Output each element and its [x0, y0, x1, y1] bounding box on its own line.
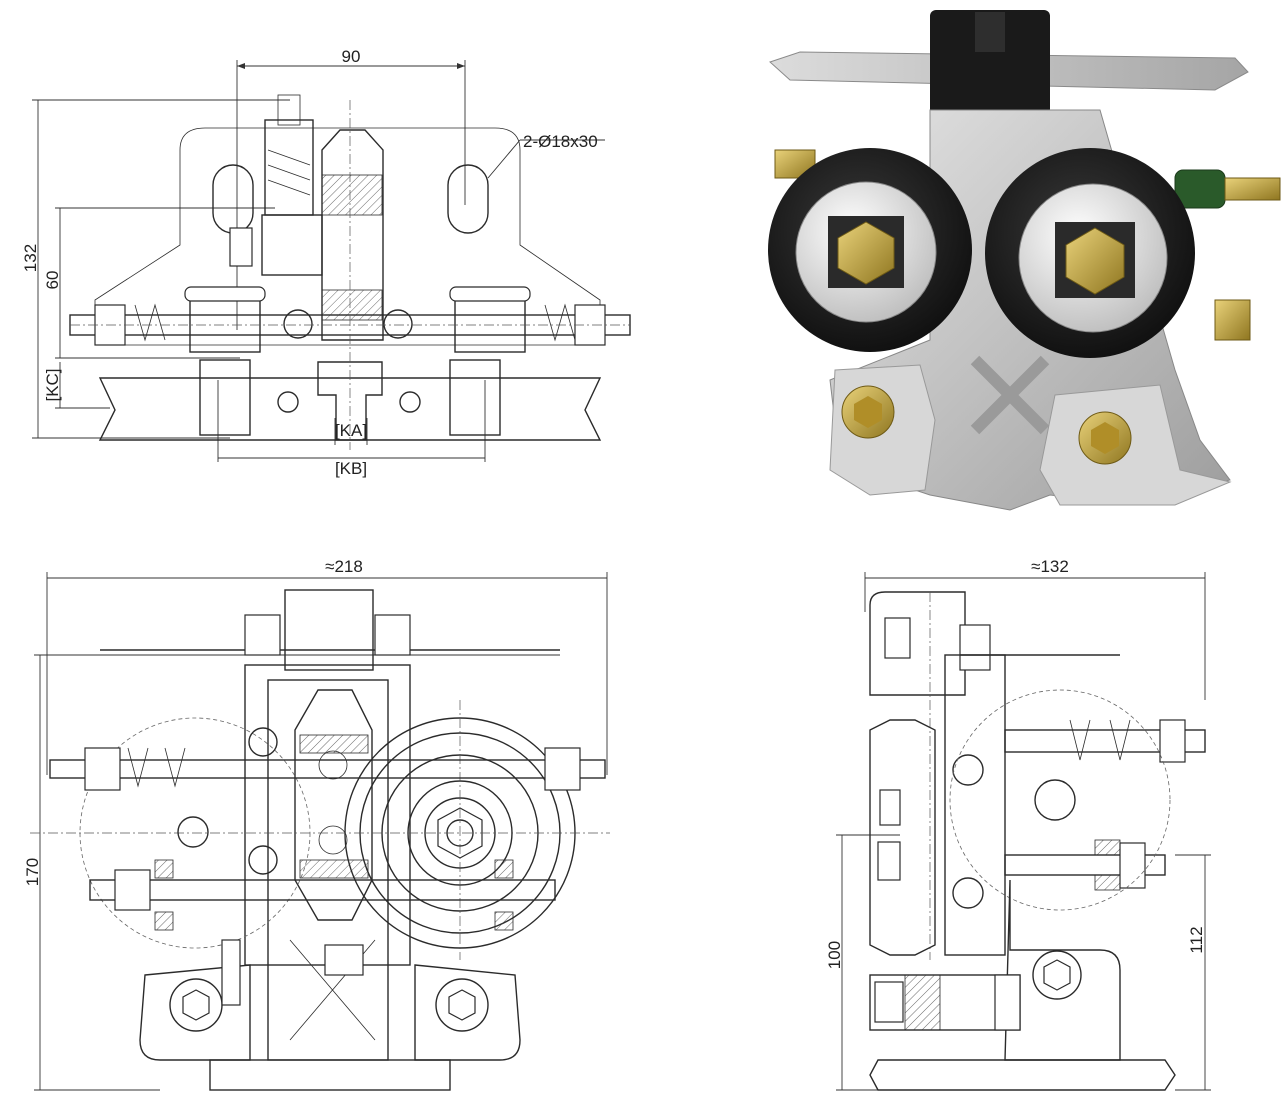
dim-218-label: ≈218	[325, 557, 363, 576]
dim-kb-label: [KB]	[335, 459, 367, 478]
dim-60-label: 60	[43, 271, 62, 290]
spring-right	[1174, 169, 1226, 209]
front-base-bolt-right	[435, 978, 489, 1032]
wheel-left	[768, 148, 972, 352]
dim-hole-label: 2-Ø18x30	[523, 132, 598, 151]
foot-bolt-right	[1078, 411, 1132, 465]
dim-kc	[55, 362, 110, 409]
dim-100-label: 100	[825, 941, 844, 969]
dim-112-label: 112	[1187, 926, 1206, 953]
dim-132-width-label: ≈132	[1031, 557, 1069, 576]
wheel-right	[985, 148, 1195, 358]
slot-hole-left	[212, 164, 254, 234]
side-view-drawing: ≈132 100 112	[825, 557, 1211, 1091]
dim-132	[32, 99, 290, 439]
front-base-bolt-left	[169, 978, 223, 1032]
dim-90	[236, 60, 466, 330]
dim-60	[55, 207, 275, 359]
dim-132-label: 132	[21, 244, 40, 272]
dim-170-label: 170	[23, 858, 42, 886]
top-view-drawing: 90 2-Ø18x30 132 60 [KC] [KA] [KB]	[21, 47, 631, 478]
slot-hole-right	[447, 164, 489, 234]
side-base-bolt	[1032, 950, 1082, 1000]
guide-shoe	[930, 10, 1050, 115]
dim-ka-label: [KA]	[335, 421, 367, 440]
dim-kc-label: [KC]	[43, 368, 62, 401]
dim-90-label: 90	[342, 47, 361, 66]
foot-bolt-left	[841, 385, 895, 439]
product-photo	[768, 10, 1281, 511]
front-view-drawing: ≈218 170	[23, 557, 610, 1091]
